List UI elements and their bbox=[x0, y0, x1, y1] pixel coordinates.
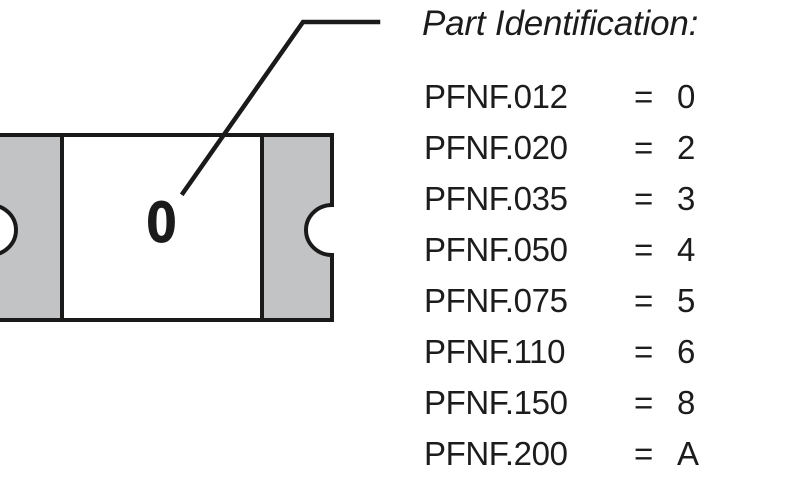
part-identification-row: PFNF.020 = 2 bbox=[418, 122, 790, 173]
equals-sign: = bbox=[634, 231, 654, 268]
marking-value: 2 bbox=[677, 129, 696, 166]
part-identification-row: PFNF.035 = 3 bbox=[418, 173, 790, 224]
equals-sign: = bbox=[634, 333, 654, 370]
component-drawing: 0 bbox=[0, 19, 381, 322]
part-code: PFNF.020 bbox=[424, 129, 568, 166]
part-code: PFNF.035 bbox=[424, 180, 568, 217]
part-code: PFNF.200 bbox=[424, 435, 568, 472]
equals-sign: = bbox=[634, 282, 654, 319]
part-identification-panel: Part Identification: PFNF.012 = 0 PFNF.0… bbox=[418, 0, 790, 483]
part-identification-row: PFNF.050 = 4 bbox=[418, 224, 790, 275]
marking-value: 8 bbox=[677, 384, 696, 421]
part-identification-row: PFNF.012 = 0 bbox=[418, 71, 790, 122]
marking-value: 6 bbox=[677, 333, 696, 370]
marking-value: A bbox=[677, 435, 700, 472]
leader-line bbox=[179, 19, 381, 197]
part-identification-row: PFNF.110 = 6 bbox=[418, 326, 790, 377]
chip-marking-code: 0 bbox=[145, 191, 177, 256]
marking-value: 0 bbox=[677, 78, 696, 115]
left-terminal bbox=[0, 133, 64, 322]
right-terminal bbox=[260, 133, 334, 322]
equals-sign: = bbox=[634, 129, 654, 166]
equals-sign: = bbox=[634, 78, 654, 115]
part-identification-title: Part Identification: bbox=[422, 4, 699, 43]
marking-value: 3 bbox=[677, 180, 696, 217]
equals-sign: = bbox=[634, 384, 654, 421]
equals-sign: = bbox=[634, 180, 654, 217]
part-identification-row: PFNF.200 = A bbox=[418, 428, 790, 479]
marking-value: 4 bbox=[677, 231, 696, 268]
part-identification-row: PFNF.150 = 8 bbox=[418, 377, 790, 428]
equals-sign: = bbox=[634, 435, 654, 472]
part-code: PFNF.110 bbox=[424, 333, 566, 370]
part-code: PFNF.050 bbox=[424, 231, 568, 268]
component-body bbox=[60, 133, 264, 322]
part-code: PFNF.075 bbox=[424, 282, 568, 319]
component-outline-svg bbox=[0, 19, 381, 322]
part-code: PFNF.012 bbox=[424, 78, 568, 115]
part-code: PFNF.150 bbox=[424, 384, 568, 421]
part-identification-row: PFNF.075 = 5 bbox=[418, 275, 790, 326]
part-identification-list: PFNF.012 = 0 PFNF.020 = 2 PFNF.035 = 3 P… bbox=[418, 71, 790, 479]
marking-value: 5 bbox=[677, 282, 696, 319]
